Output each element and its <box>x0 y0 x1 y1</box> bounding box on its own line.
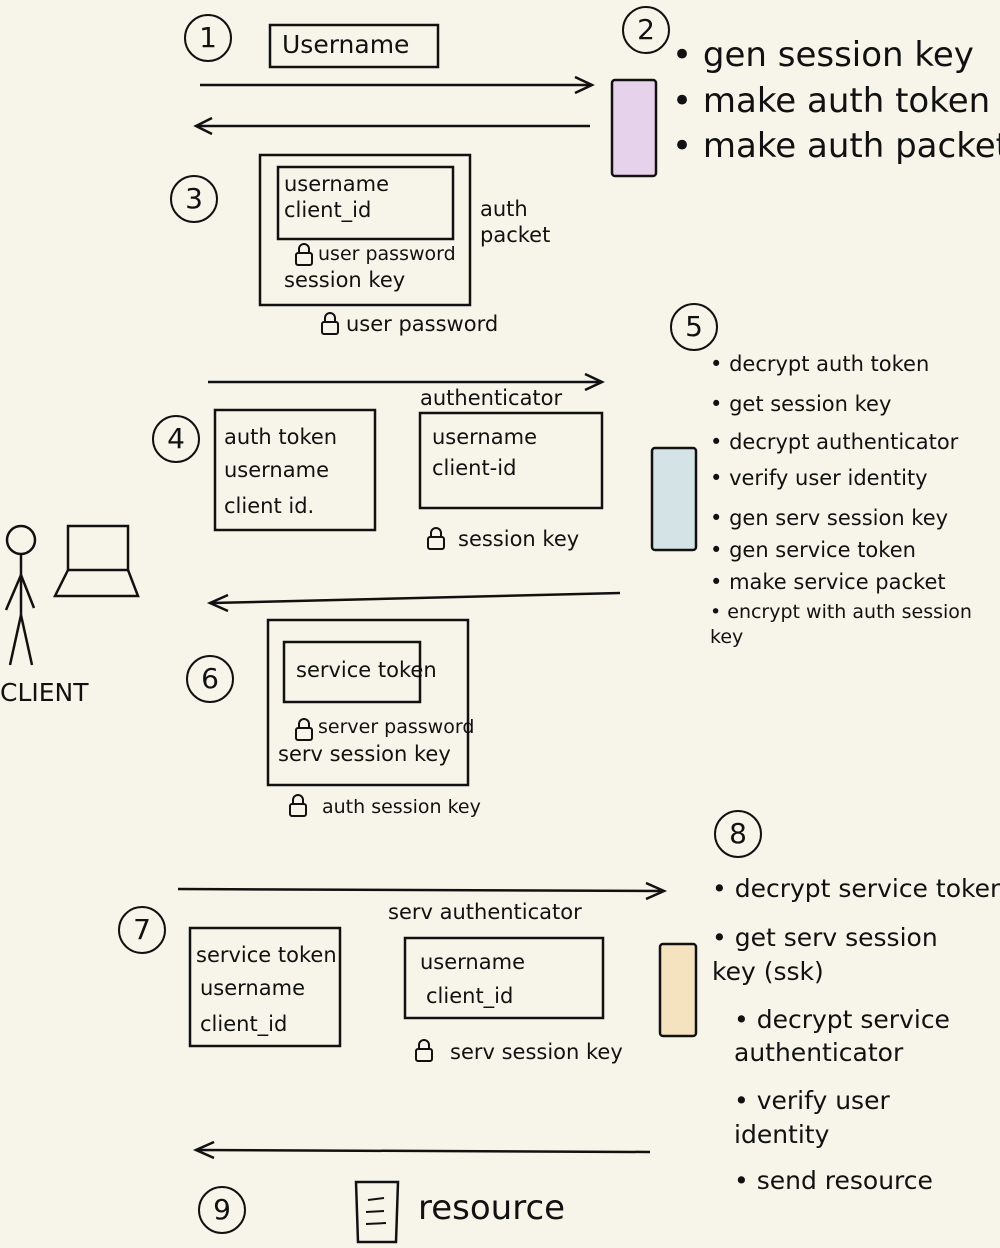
serv-authenticator-box <box>403 936 605 1020</box>
client-head <box>5 524 37 556</box>
username-box <box>268 23 440 69</box>
bullet: • encrypt with auth session key <box>710 601 972 648</box>
client-id-line: client id. <box>224 494 315 518</box>
service-packet-box <box>266 618 470 787</box>
auth-packet-box <box>258 153 472 307</box>
step-number-4: 4 <box>152 415 200 463</box>
authenticator-username: username <box>432 425 537 449</box>
step-number-5: 5 <box>670 303 718 351</box>
arrow-to-client-6 <box>211 591 621 605</box>
server-password-label: server password <box>318 716 475 738</box>
bullet: • gen service token <box>710 538 916 562</box>
step-number-2: 2 <box>622 6 670 54</box>
auth-token-box <box>213 408 377 532</box>
inner-lock-label: user password <box>318 243 456 265</box>
lock-icon <box>295 243 313 266</box>
bullet: • make service packet <box>710 570 946 594</box>
bullet: • get serv session key (ssk) <box>712 923 938 986</box>
serv-authenticator-username: username <box>420 950 525 974</box>
client-label: CLIENT <box>0 678 89 707</box>
arrow-to-client-9 <box>197 1148 651 1154</box>
service-token-box <box>188 926 342 1048</box>
step-number-6: 6 <box>186 655 234 703</box>
bullet: • make auth token <box>672 80 991 121</box>
resource-label: resource <box>418 1188 566 1228</box>
service-token-line: service token <box>196 943 337 967</box>
service-token-inner-box <box>282 640 422 704</box>
serv-session-key-label: serv session key <box>278 742 451 766</box>
arrow-to-server-7 <box>177 887 663 893</box>
step8-bullets: • decrypt service token • get serv sessi… <box>712 874 1000 1195</box>
username-label: Username <box>282 30 410 59</box>
client-id-line: client_id <box>200 1012 288 1036</box>
auth-packet-label: auth packet <box>480 197 551 248</box>
service-token-label: service token <box>296 658 437 682</box>
username-line: username <box>200 976 305 1000</box>
lock-icon <box>295 718 313 741</box>
serv-session-key-lock-label: serv session key <box>450 1040 623 1064</box>
lock-icon <box>321 312 339 335</box>
outer-lock-label: user password <box>346 312 499 336</box>
auth-session-key-label: auth session key <box>322 796 481 818</box>
auth-token-username: username <box>284 172 389 196</box>
bullet: • decrypt service authenticator <box>734 1004 950 1068</box>
step5-bullets: • decrypt auth token • get session key •… <box>710 352 996 649</box>
bullet: • make auth packet <box>672 126 1000 167</box>
auth-token-inner-box <box>276 165 455 241</box>
authenticator-lock-label: session key <box>458 527 580 551</box>
step2-bullets: • gen session key • make auth token • ma… <box>672 35 1000 167</box>
lock-icon <box>289 794 307 817</box>
username-line: username <box>224 458 329 482</box>
bullet: • gen serv session key <box>710 506 949 530</box>
authenticator-client-id: client-id <box>432 456 517 480</box>
bullet: • get session key <box>710 392 892 416</box>
bullet: • verify user identity <box>710 466 928 490</box>
laptop-icon <box>66 524 130 572</box>
step-number-8: 8 <box>714 810 762 858</box>
bullet: • decrypt service token <box>712 874 1000 903</box>
authenticator-box <box>418 411 604 510</box>
bullet: • decrypt authenticator <box>710 430 959 454</box>
serv-authenticator-client-id: client_id <box>426 984 514 1008</box>
step-number-7: 7 <box>118 906 166 954</box>
auth-token-client-id: client_id <box>284 198 372 222</box>
server-bar-step2 <box>610 78 658 178</box>
server-bar-step5 <box>650 446 698 552</box>
step-number-9: 9 <box>198 1186 246 1234</box>
lock-icon <box>427 527 445 550</box>
step-number-3: 3 <box>170 175 218 223</box>
bullet: • decrypt auth token <box>710 352 930 376</box>
auth-token-line: auth token <box>224 425 338 449</box>
bullet: • gen session key <box>672 35 974 75</box>
bullet: • verify user identity <box>734 1086 890 1149</box>
lock-icon <box>415 1039 433 1062</box>
server-bar-step8 <box>658 942 698 1038</box>
step-number-1: 1 <box>184 14 232 62</box>
bullet: • send resource <box>734 1165 933 1195</box>
session-key-label: session key <box>284 268 406 292</box>
authenticator-label: authenticator <box>420 386 563 410</box>
document-icon <box>354 1180 400 1244</box>
serv-authenticator-label: serv authenticator <box>388 900 582 924</box>
